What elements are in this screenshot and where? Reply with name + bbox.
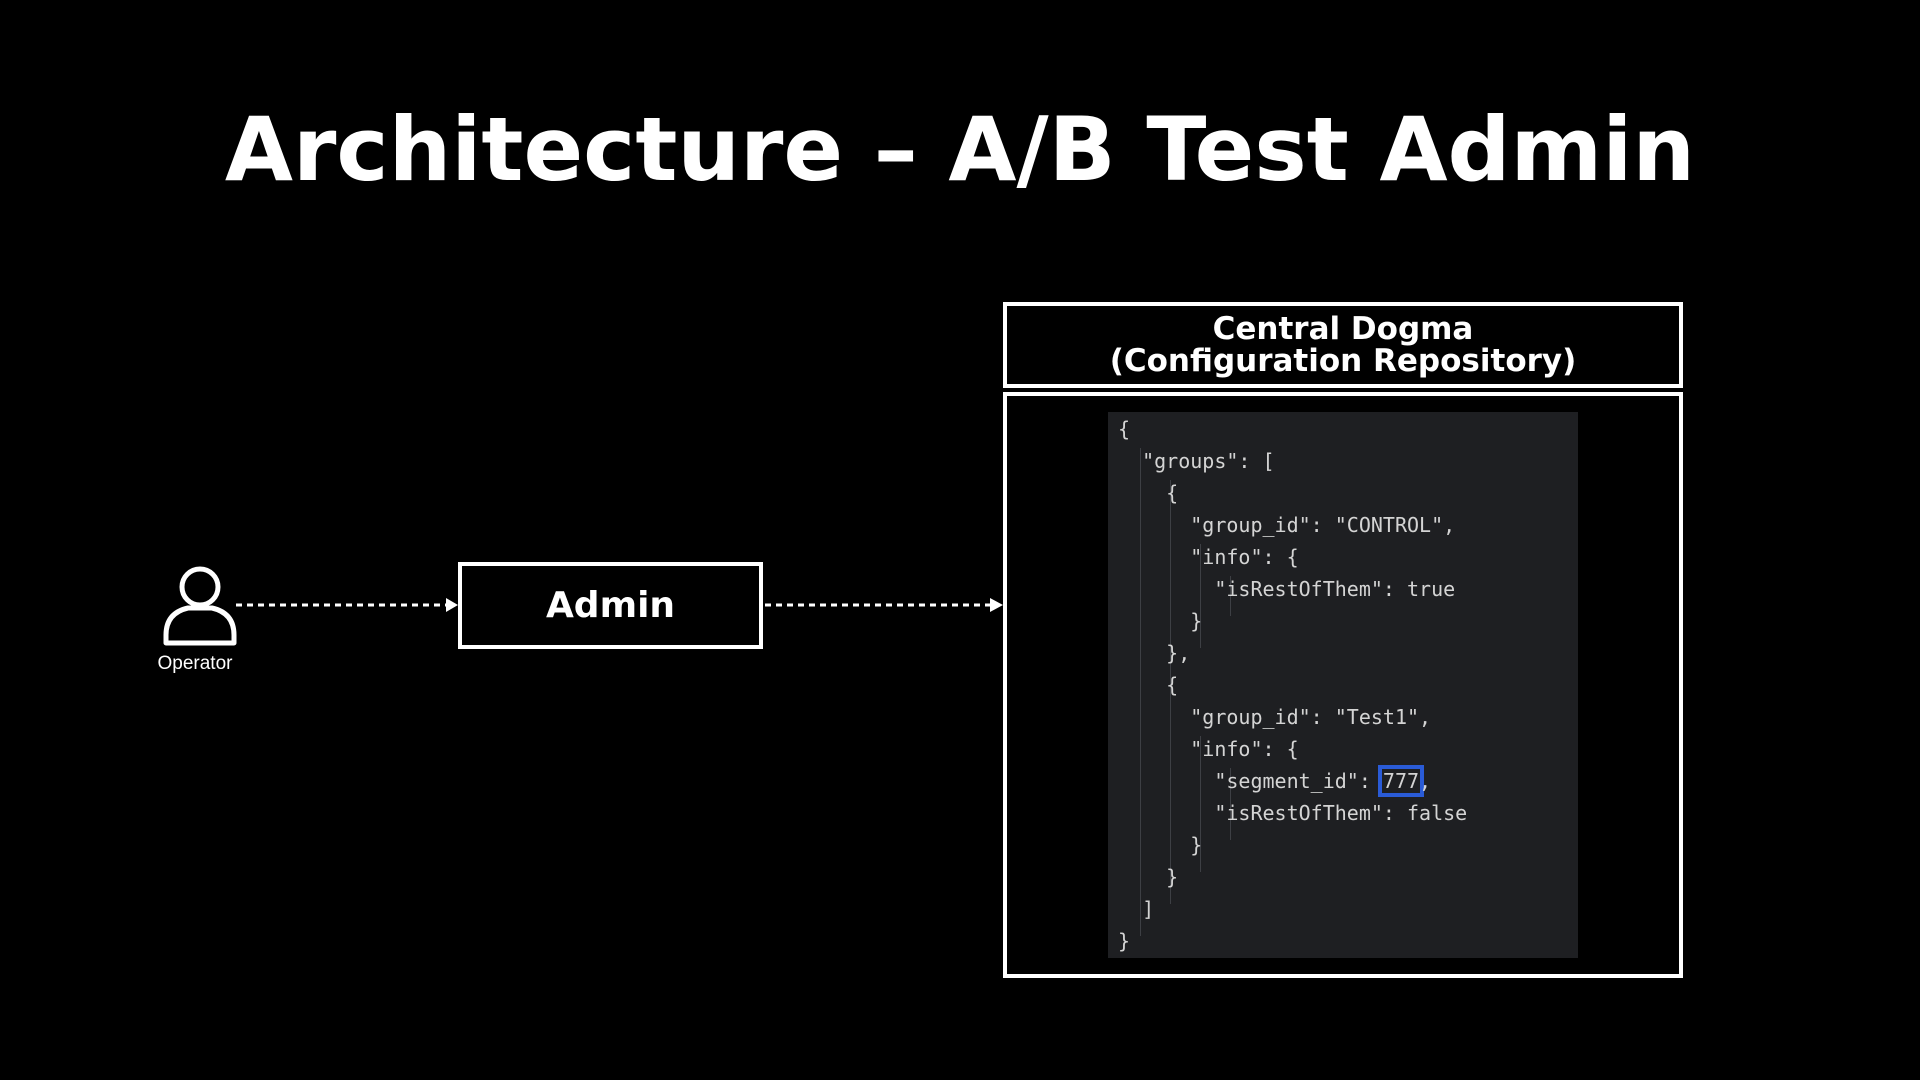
indent-guide xyxy=(1230,768,1231,840)
code-line: "segment_id": 777, xyxy=(1118,765,1431,797)
indent-guide xyxy=(1140,448,1141,936)
code-line: "group_id": "Test1", xyxy=(1118,705,1432,729)
admin-label: Admin xyxy=(545,585,676,626)
code-line: } xyxy=(1118,833,1203,857)
code-line: } xyxy=(1118,609,1203,633)
code-line: "groups": [ xyxy=(1118,449,1275,473)
central-dogma-subtitle: (Configuration Repository) xyxy=(1109,343,1577,379)
code-line: "isRestOfThem": true xyxy=(1118,577,1456,601)
admin-box: Admin xyxy=(458,562,763,649)
code-line: "info": { xyxy=(1118,737,1299,761)
central-dogma-body xyxy=(1003,392,1683,978)
central-dogma-title: Central Dogma xyxy=(1212,311,1474,347)
code-line: { xyxy=(1118,481,1179,505)
code-line: }, xyxy=(1118,641,1191,665)
code-line: { xyxy=(1118,417,1131,441)
highlighted-value: 777 xyxy=(1377,765,1425,797)
person-icon xyxy=(163,566,237,646)
code-line: } xyxy=(1118,865,1179,889)
operator-to-admin-arrow xyxy=(236,598,458,612)
operator-label: Operator xyxy=(157,653,233,674)
indent-guide xyxy=(1200,544,1201,648)
code-line: "info": { xyxy=(1118,545,1299,569)
json-code-panel: { "groups": [ { "group_id": "CONTROL", "… xyxy=(1108,412,1578,958)
admin-to-central-dogma-arrow xyxy=(765,598,1003,612)
indent-guide xyxy=(1230,576,1231,616)
central-dogma-header: Central Dogma (Configuration Repository) xyxy=(1003,302,1683,388)
indent-guide xyxy=(1200,736,1201,872)
code-line: { xyxy=(1118,673,1179,697)
code-line: "group_id": "CONTROL", xyxy=(1118,513,1456,537)
slide-title: Architecture – A/B Test Admin xyxy=(224,98,1696,201)
indent-guide xyxy=(1170,480,1171,904)
code-line: "isRestOfThem": false xyxy=(1118,801,1468,825)
code-line: ] xyxy=(1118,897,1155,921)
code-line: } xyxy=(1118,929,1131,953)
